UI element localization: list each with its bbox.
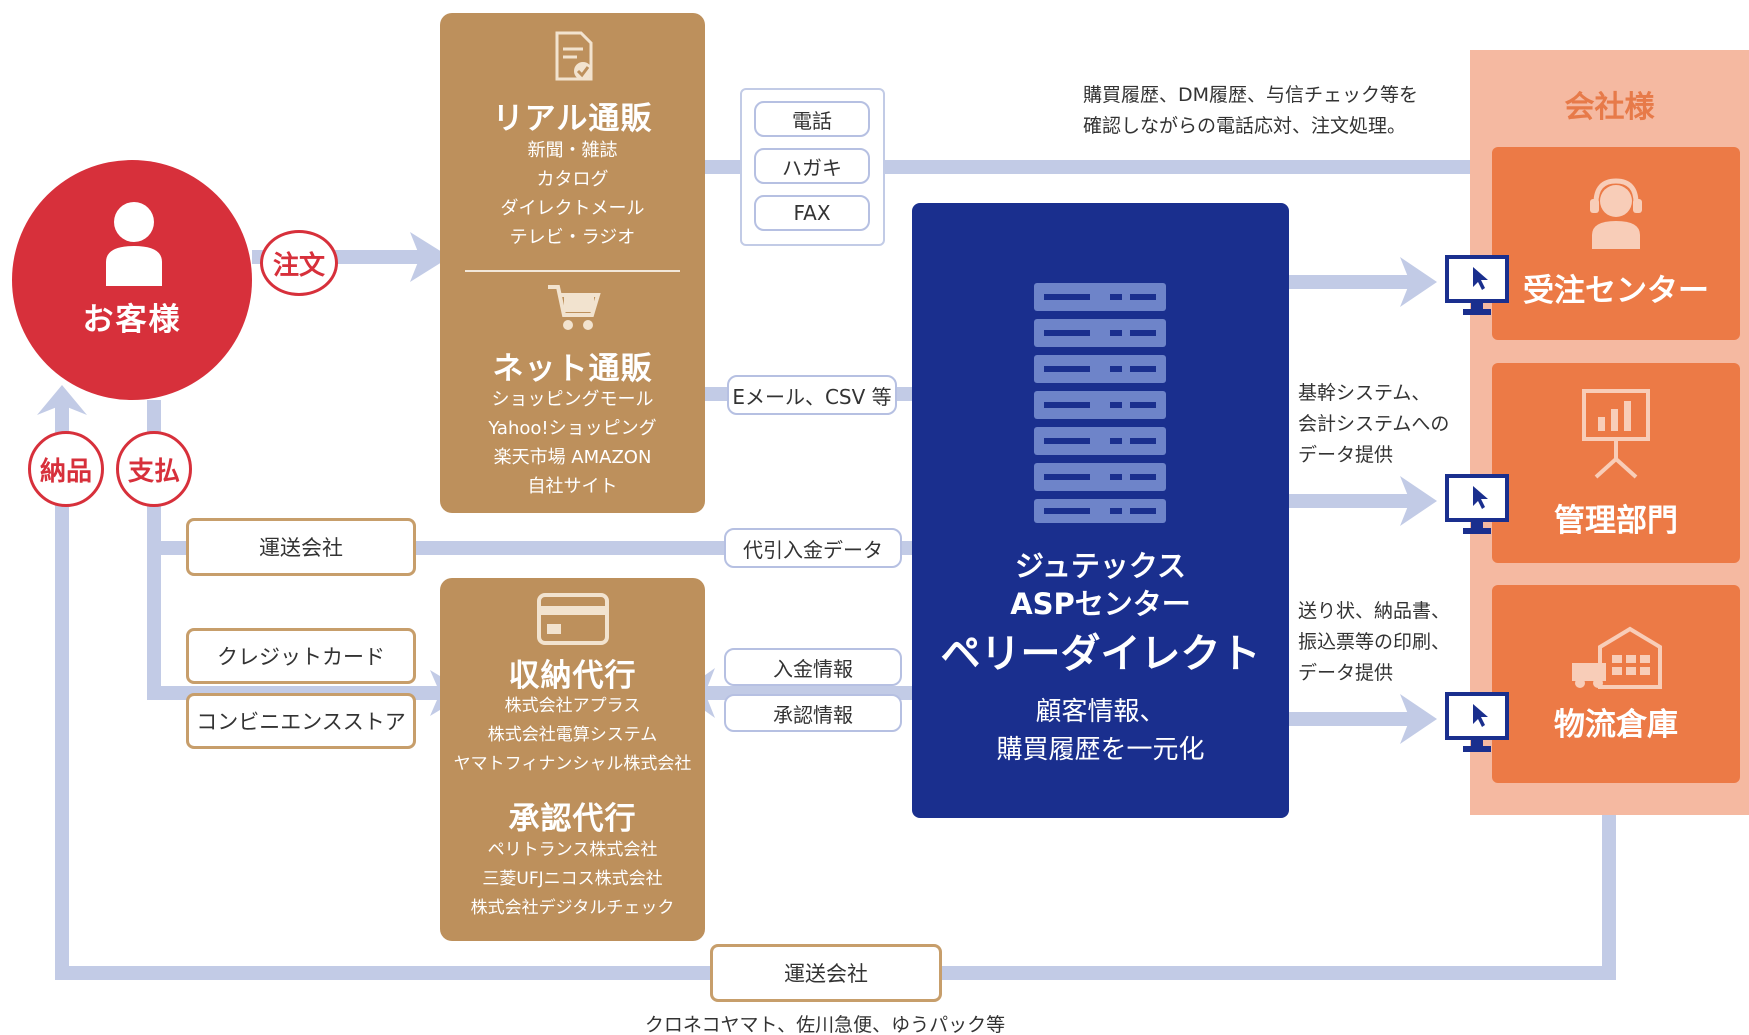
dept-management: 管理部門 [1492, 363, 1740, 563]
note-line: 購買履歴、DM履歴、与信チェック等を [1083, 84, 1419, 106]
list-item: 自社サイト [527, 476, 618, 497]
cod-data-label: 代引入金データ [724, 528, 902, 568]
delivery-tag: 納品 [28, 431, 104, 507]
real-mail-order-items: 新聞・雑誌 カタログ ダイレクトメール テレビ・ラジオ [440, 136, 705, 252]
mail-order-panel: リアル通販 新聞・雑誌 カタログ ダイレクトメール テレビ・ラジオ ネット通販 … [440, 13, 705, 513]
order-tag: 注文 [260, 230, 338, 296]
net-mail-order-title: ネット通販 [492, 351, 653, 387]
dept-name: 受注センター [1523, 273, 1709, 309]
cart-icon [548, 285, 601, 330]
note-line: データ提供 [1298, 662, 1394, 684]
dept-order-center: 受注センター [1492, 147, 1740, 340]
note-line: 確認しながらの電話応対、注文処理。 [1083, 115, 1407, 137]
collection-panel: 収納代行 株式会社アプラス 株式会社電算システム ヤマトフィナンシャル株式会社 … [440, 578, 705, 941]
person-icon [106, 202, 162, 286]
method-phone: 電話 [754, 101, 870, 137]
note-line: 会計システムへの [1298, 413, 1450, 435]
approval-items: ペリトランス株式会社 三菱UFJニコス株式会社 株式会社デジタルチェック [440, 836, 705, 923]
payment-info-label: 入金情報 [724, 648, 902, 686]
collection-title: 収納代行 [508, 658, 637, 694]
list-item: 株式会社デジタルチェック [470, 898, 675, 918]
note-line: データ提供 [1298, 444, 1394, 466]
credit-card-icon [537, 593, 609, 645]
approval-info-label: 承認情報 [724, 694, 902, 732]
credit-card-box: クレジットカード [186, 628, 416, 684]
list-item: ヤマトフィナンシャル株式会社 [453, 754, 692, 774]
note-bottom: 送り状、納品書、 振込票等の印刷、 データ提供 [1298, 596, 1478, 689]
center-description: 顧客情報、 購買履歴を一元化 [912, 693, 1289, 769]
carrier-box-top: 運送会社 [186, 518, 416, 576]
company-title: 会社様 [1564, 90, 1655, 125]
list-item: ペリトランス株式会社 [487, 840, 658, 860]
carrier-box-bottom: 運送会社 [710, 944, 942, 1002]
net-mail-order-items: ショッピングモール Yahoo!ショッピング 楽天市場 AMAZON 自社サイト [440, 385, 705, 501]
list-item: 株式会社電算システム [487, 725, 658, 745]
customer-circle: お客様 [12, 160, 252, 400]
list-item: 株式会社アプラス [504, 696, 641, 716]
note-line: 基幹システム、 [1298, 382, 1431, 404]
warehouse-truck-icon [1572, 626, 1662, 689]
monitor-cursor-icon [1445, 474, 1509, 534]
dept-name: 物流倉庫 [1554, 707, 1678, 743]
dept-name: 管理部門 [1554, 503, 1678, 539]
payment-tag: 支払 [116, 431, 192, 507]
divider [465, 270, 680, 272]
note-line: 送り状、納品書、 [1298, 600, 1451, 622]
center-line2: ASPセンター [1010, 587, 1191, 621]
note-top: 購買履歴、DM履歴、与信チェック等を 確認しながらの電話応対、注文処理。 [1083, 80, 1463, 142]
operator-icon [1590, 178, 1642, 249]
center-desc-line2: 購買履歴を一元化 [996, 735, 1205, 765]
collection-items: 株式会社アプラス 株式会社電算システム ヤマトフィナンシャル株式会社 [440, 692, 705, 779]
asp-center-panel: ジュテックス ASPセンター ペリーダイレクト 顧客情報、 購買履歴を一元化 [912, 203, 1289, 818]
list-item: ダイレクトメール [500, 198, 645, 219]
method-fax: FAX [754, 195, 870, 231]
method-postcard: ハガキ [754, 148, 870, 184]
list-item: 楽天市場 AMAZON [493, 447, 652, 468]
list-item: Yahoo!ショッピング [488, 418, 657, 439]
email-csv-label: Eメール、CSV 等 [727, 375, 897, 415]
monitor-cursor-icon [1445, 692, 1509, 752]
presentation-chart-icon [1582, 389, 1650, 479]
list-item: テレビ・ラジオ [509, 227, 636, 248]
monitor-cursor-icon [1445, 255, 1509, 315]
center-name: ペリーダイレクト [940, 631, 1261, 677]
list-item: 三菱UFJニコス株式会社 [482, 869, 663, 889]
center-line1: ジュテックス [1014, 549, 1187, 583]
approval-title: 承認代行 [508, 801, 637, 837]
server-icon [1034, 283, 1166, 523]
list-item: ショッピングモール [491, 389, 654, 410]
customer-label: お客様 [82, 302, 182, 338]
real-mail-order-title: リアル通販 [492, 101, 653, 137]
center-desc-line1: 顧客情報、 [1035, 697, 1166, 727]
list-item: カタログ [536, 169, 609, 190]
list-item: 新聞・雑誌 [527, 140, 618, 161]
note-middle: 基幹システム、 会計システムへの データ提供 [1298, 378, 1478, 471]
dept-warehouse: 物流倉庫 [1492, 585, 1740, 783]
convenience-store-box: コンビニエンスストア [186, 693, 416, 749]
note-line: 振込票等の印刷、 [1298, 631, 1451, 653]
document-check-icon [555, 31, 593, 81]
carrier-note: クロネコヤマト、佐川急便、ゆうパック等 [644, 1014, 1006, 1035]
